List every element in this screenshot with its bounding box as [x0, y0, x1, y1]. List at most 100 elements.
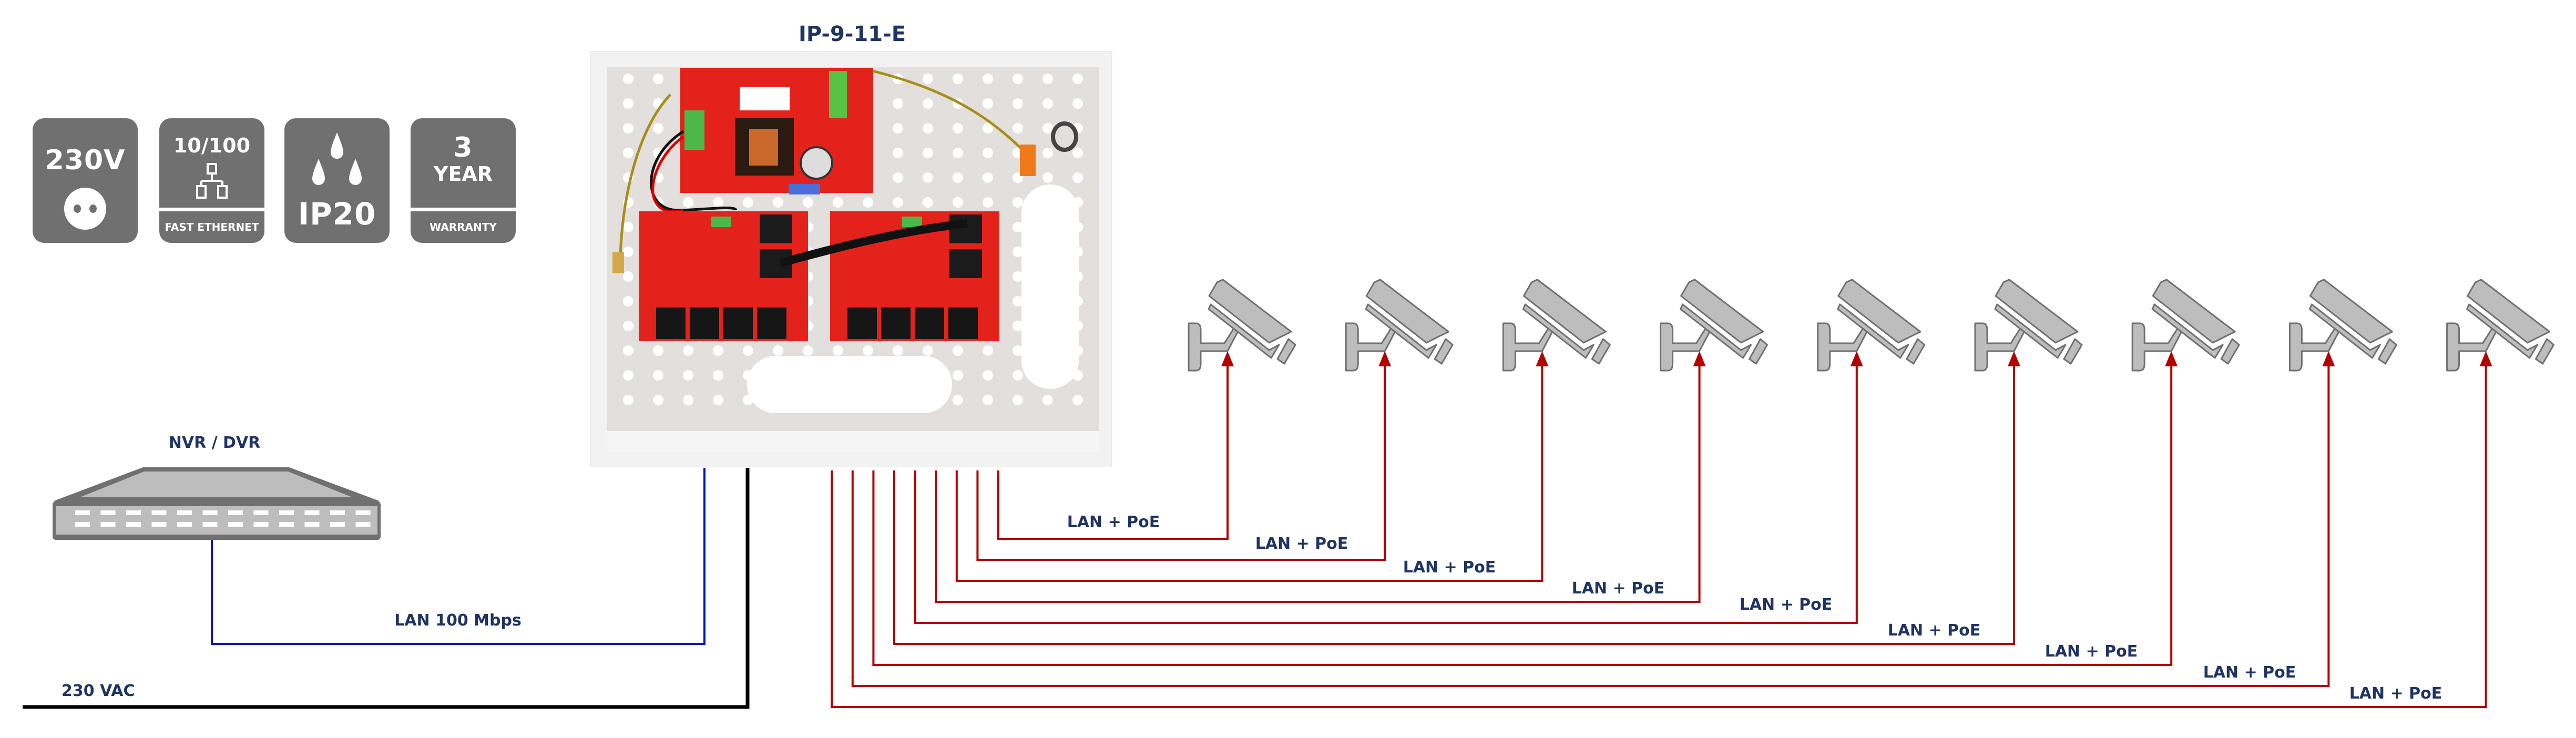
hole	[653, 74, 663, 84]
socket-icon	[64, 188, 106, 230]
hole	[1013, 296, 1023, 306]
hole	[1013, 345, 1023, 356]
hole	[893, 148, 903, 158]
hole	[1042, 395, 1053, 405]
hole	[653, 370, 663, 381]
hole	[623, 148, 633, 158]
poe-link-9: LAN + PoE	[831, 351, 2492, 708]
badge-230v-text: 230V	[45, 145, 126, 176]
poe-link-label: LAN + PoE	[1255, 535, 1348, 553]
poe-link-2: LAN + PoE	[976, 351, 1392, 561]
poe-link-4: LAN + PoE	[935, 351, 1706, 603]
rj45-jack	[723, 308, 753, 339]
poe-link-label: LAN + PoE	[1067, 513, 1160, 531]
hole	[833, 197, 843, 208]
cctv-camera-icon	[1817, 279, 1926, 372]
hole	[623, 395, 633, 405]
hole	[1072, 172, 1083, 183]
poe-link-8: LAN + PoE	[851, 351, 2335, 687]
nvr-port	[304, 522, 320, 527]
power-label: 230 VAC	[62, 682, 135, 700]
hole	[983, 395, 993, 405]
hole	[983, 123, 993, 134]
hole	[653, 345, 663, 356]
poe-link-6: LAN + PoE	[893, 351, 2020, 645]
hole	[983, 345, 993, 356]
cctv-camera-icon	[1660, 279, 1769, 372]
nvr-port	[228, 510, 243, 515]
hole	[923, 148, 933, 158]
hole	[623, 370, 633, 381]
hole	[1013, 98, 1023, 109]
arrow-head-icon	[1693, 351, 1706, 366]
nvr-port	[279, 510, 294, 515]
nvr-port	[151, 510, 167, 515]
rj45-jack	[915, 308, 944, 339]
hole	[683, 370, 693, 381]
poe-link-1: LAN + PoE	[997, 351, 1234, 540]
arrow-head-icon	[2008, 351, 2020, 366]
badge-warranty-footer: WARRANTY	[411, 208, 516, 243]
poe-cable	[872, 357, 2173, 666]
hole	[1013, 74, 1023, 84]
arrow-head-icon	[2479, 351, 2492, 366]
hole	[1042, 74, 1053, 84]
nvr-label: NVR / DVR	[169, 434, 261, 452]
hole	[653, 395, 663, 405]
poe-cable	[851, 357, 2330, 687]
poe-link-label: LAN + PoE	[2349, 684, 2442, 703]
hole	[893, 123, 903, 134]
hole	[743, 345, 753, 356]
poe-link-label: LAN + PoE	[1572, 579, 1665, 598]
uplink-label: LAN 100 Mbps	[394, 611, 522, 630]
hole	[983, 98, 993, 109]
badge-warranty: 3 YEAR WARRANTY	[411, 118, 516, 243]
hole	[1013, 321, 1023, 331]
hole	[1072, 395, 1083, 405]
poe-link-label: LAN + PoE	[1888, 621, 1981, 640]
rj45-jack	[847, 308, 877, 339]
hole	[683, 395, 693, 405]
arrow-head-icon	[1378, 351, 1392, 366]
nvr-port	[151, 522, 167, 527]
hole	[623, 98, 633, 109]
hole	[803, 345, 813, 356]
hole	[833, 345, 843, 356]
hole	[1072, 148, 1083, 158]
network-icon	[196, 163, 228, 199]
poe-cable	[955, 357, 1543, 582]
nvr-port	[202, 522, 218, 527]
hole	[1042, 172, 1053, 183]
power-cable	[23, 468, 750, 709]
nvr-port	[330, 510, 345, 515]
hole	[1042, 98, 1053, 109]
hole	[1013, 123, 1023, 134]
cable-slot-right	[1021, 184, 1079, 389]
nvr-port	[355, 510, 371, 515]
device-title: IP-9-11-E	[799, 22, 906, 46]
hole	[1013, 222, 1023, 232]
hole	[713, 370, 723, 381]
rj45-jack	[757, 308, 786, 339]
cctv-camera-icon	[1345, 279, 1454, 372]
hole	[623, 321, 633, 331]
hole	[803, 197, 813, 208]
hole	[683, 197, 693, 208]
poe-link-label: LAN + PoE	[1403, 558, 1496, 577]
hole	[1042, 123, 1053, 134]
nvr-port	[100, 510, 116, 515]
hole	[1013, 395, 1023, 405]
hole	[1013, 247, 1023, 257]
nvr-port	[177, 522, 192, 527]
hole	[773, 345, 783, 356]
nvr-port	[75, 510, 90, 515]
hole	[1013, 370, 1023, 381]
hole	[983, 370, 993, 381]
arrow-head-icon	[1536, 351, 1549, 366]
hole	[953, 370, 963, 381]
cable-slot-bottom	[747, 356, 952, 413]
nvr-port	[126, 522, 141, 527]
nvr-port	[253, 510, 269, 515]
hole	[983, 74, 993, 84]
